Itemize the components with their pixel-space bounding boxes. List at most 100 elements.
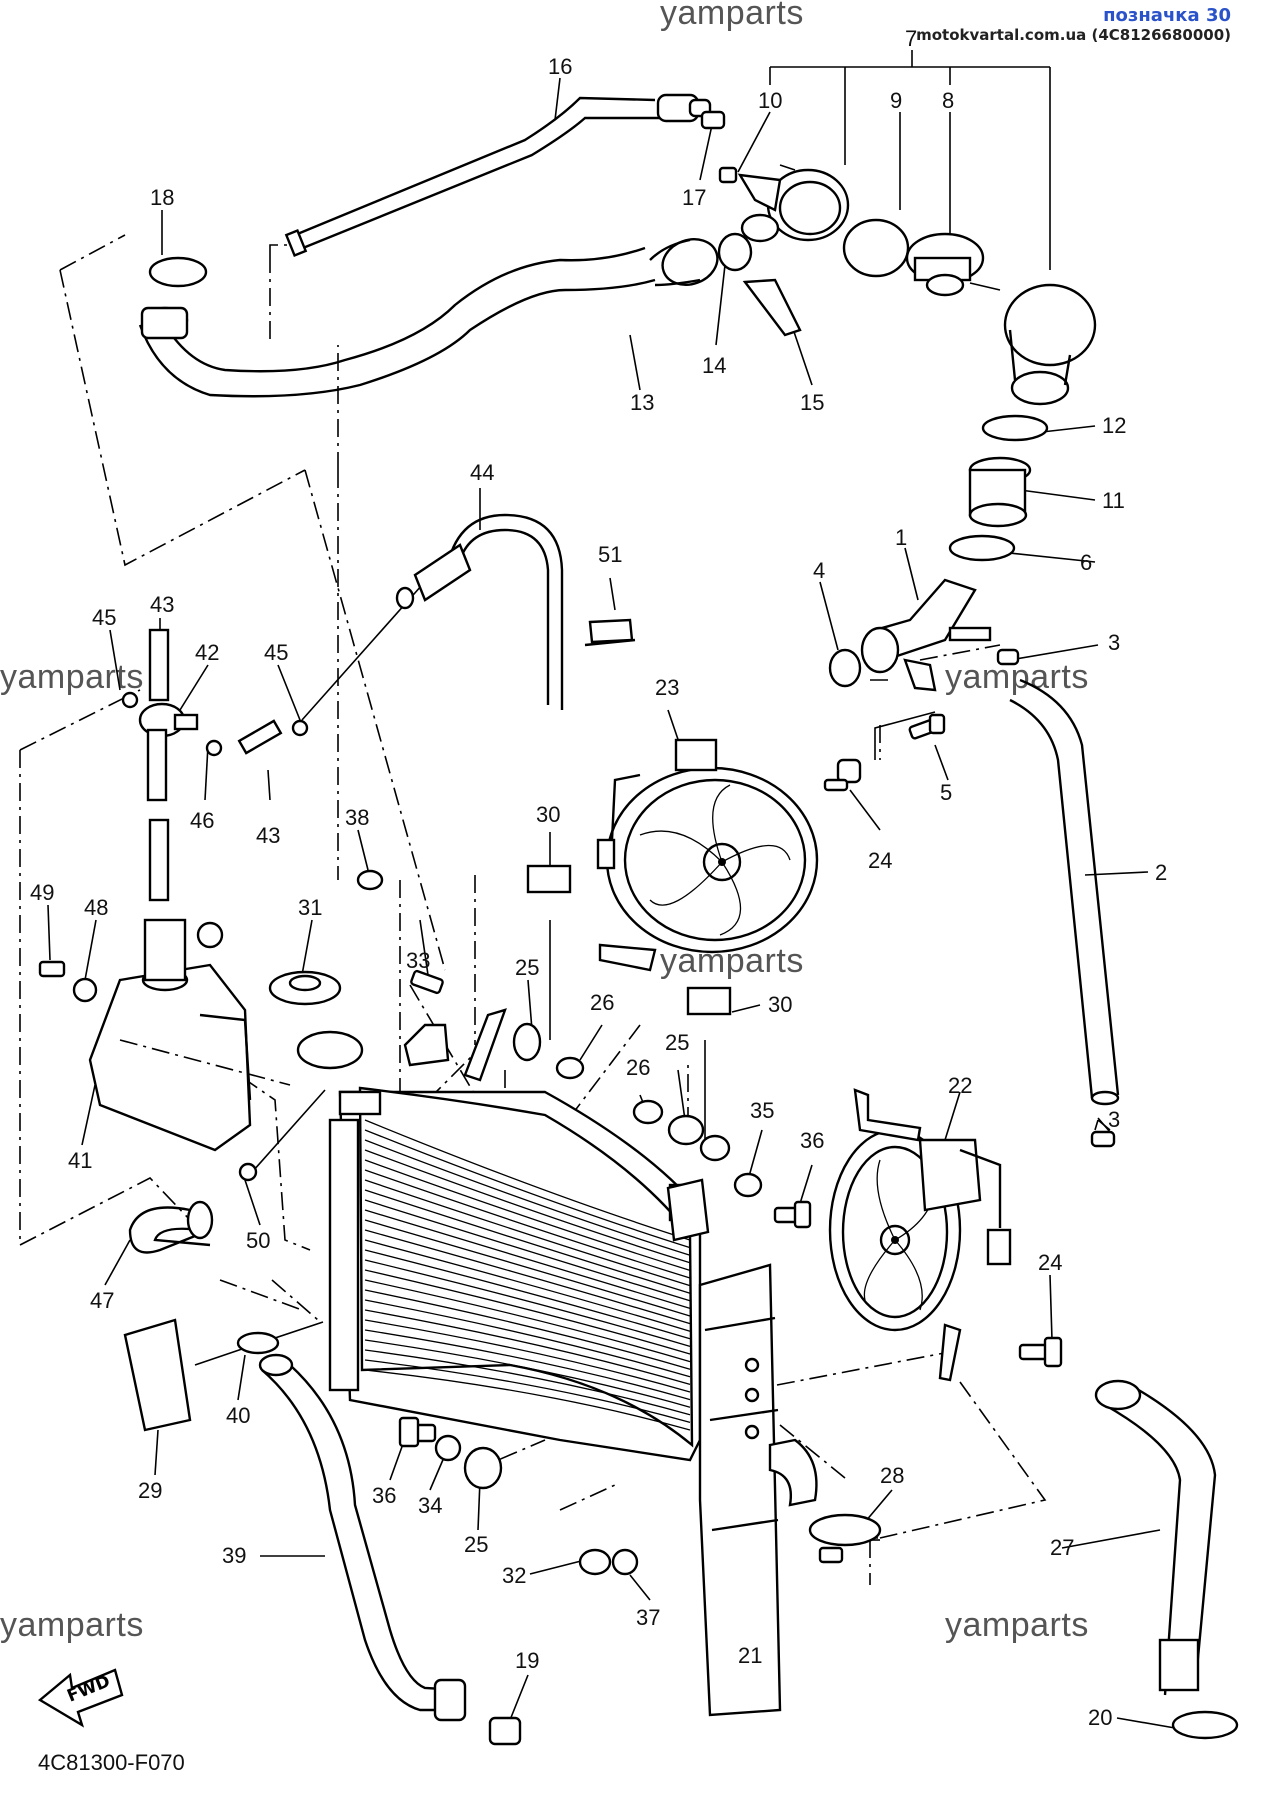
fin-line [364, 1249, 691, 1340]
callout-35[interactable]: 35 [750, 1098, 774, 1123]
callout-20[interactable]: 20 [1088, 1705, 1112, 1730]
callout-45b[interactable]: 45 [264, 640, 288, 665]
callout-26b[interactable]: 26 [626, 1055, 650, 1080]
clip-3 [996, 648, 1020, 666]
callout-46[interactable]: 46 [190, 808, 214, 833]
fin-line [364, 1369, 691, 1431]
callout-45[interactable]: 45 [92, 605, 116, 630]
callout-4[interactable]: 4 [813, 558, 825, 583]
callout-18[interactable]: 18 [150, 185, 174, 210]
tube-44 [395, 513, 564, 710]
fin-line [364, 1169, 691, 1279]
reference-label[interactable]: позначка 30 [1103, 5, 1231, 26]
callout-47[interactable]: 47 [90, 1288, 114, 1313]
callout-25b[interactable]: 25 [665, 1030, 689, 1055]
callout-3b[interactable]: 3 [1108, 1107, 1120, 1132]
callout-27[interactable]: 27 [1050, 1535, 1074, 1560]
washer-stay [699, 1134, 731, 1162]
callout-32[interactable]: 32 [502, 1563, 526, 1588]
callout-23[interactable]: 23 [655, 675, 679, 700]
callout-9[interactable]: 9 [890, 88, 902, 113]
callout-15[interactable]: 15 [800, 390, 824, 415]
tee-42 [121, 628, 309, 902]
fin-line [364, 1179, 691, 1287]
callout-37[interactable]: 37 [636, 1605, 660, 1630]
callout-33[interactable]: 33 [406, 948, 430, 973]
callout-6[interactable]: 6 [1080, 550, 1092, 575]
callout-42[interactable]: 42 [195, 640, 219, 665]
callout-51[interactable]: 51 [598, 542, 622, 567]
bolt-36 [773, 1200, 812, 1229]
fin-line [364, 1139, 691, 1256]
callout-1[interactable]: 1 [895, 525, 907, 550]
nut-37 [611, 1548, 639, 1576]
hose-16 [284, 93, 712, 258]
callout-3[interactable]: 3 [1108, 630, 1120, 655]
callout-19[interactable]: 19 [515, 1648, 539, 1673]
callout-numbers: 7 10 9 8 16 17 18 14 13 15 12 11 6 1 4 3… [30, 26, 1167, 1730]
callout-7[interactable]: 7 [905, 26, 917, 51]
damper-29 [123, 1318, 192, 1432]
callout-10[interactable]: 10 [758, 88, 782, 113]
clip-50 [238, 1162, 258, 1182]
callout-39[interactable]: 39 [222, 1543, 246, 1568]
hose-39 [258, 1353, 467, 1722]
callout-30[interactable]: 30 [536, 802, 560, 827]
callout-21[interactable]: 21 [738, 1643, 762, 1668]
callout-14[interactable]: 14 [702, 353, 726, 378]
radiator-core-fins [364, 1119, 691, 1431]
damper-30 [526, 864, 572, 894]
clamp-12 [981, 414, 1049, 442]
collar-26 [555, 1056, 585, 1080]
fin-line [364, 1189, 691, 1294]
callout-48[interactable]: 48 [84, 895, 108, 920]
callout-5[interactable]: 5 [940, 780, 952, 805]
hose-27 [1094, 1379, 1217, 1696]
callout-2[interactable]: 2 [1155, 860, 1167, 885]
thermostat-8 [905, 232, 985, 297]
fin-line [364, 1359, 691, 1424]
fin-line [364, 1259, 691, 1348]
callout-41[interactable]: 41 [68, 1148, 92, 1173]
callout-28[interactable]: 28 [880, 1463, 904, 1488]
callout-26[interactable]: 26 [590, 990, 614, 1015]
callout-50[interactable]: 50 [246, 1228, 270, 1253]
callout-24[interactable]: 24 [868, 848, 892, 873]
fin-line [364, 1309, 691, 1386]
callout-24b[interactable]: 24 [1038, 1250, 1062, 1275]
callout-31[interactable]: 31 [298, 895, 322, 920]
washer-35 [733, 1172, 763, 1198]
callout-38[interactable]: 38 [345, 805, 369, 830]
callout-13[interactable]: 13 [630, 390, 654, 415]
washer-48 [72, 977, 98, 1003]
o-ring-4 [828, 648, 862, 688]
filler-neck [296, 1030, 364, 1070]
callout-44[interactable]: 44 [470, 460, 494, 485]
callout-30b[interactable]: 30 [768, 992, 792, 1017]
callout-40[interactable]: 40 [226, 1403, 250, 1428]
callout-25c[interactable]: 25 [464, 1532, 488, 1557]
callout-17[interactable]: 17 [682, 185, 706, 210]
callout-12[interactable]: 12 [1102, 413, 1126, 438]
fin-line [364, 1269, 691, 1355]
callout-22[interactable]: 22 [948, 1073, 972, 1098]
fin-line [364, 1279, 691, 1363]
callout-11[interactable]: 11 [1102, 488, 1125, 513]
watermark: yamparts [0, 1606, 144, 1644]
callout-43[interactable]: 43 [150, 592, 174, 617]
callout-29[interactable]: 29 [138, 1478, 162, 1503]
callout-43b[interactable]: 43 [256, 823, 280, 848]
callout-49[interactable]: 49 [30, 880, 54, 905]
callout-16[interactable]: 16 [548, 54, 572, 79]
callout-25[interactable]: 25 [515, 955, 539, 980]
callout-36b[interactable]: 36 [372, 1483, 396, 1508]
fin-line [364, 1219, 691, 1317]
pipe-1 [860, 578, 992, 692]
callout-36[interactable]: 36 [800, 1128, 824, 1153]
diagram-code: 4C81300-F070 [38, 1750, 185, 1775]
callout-34[interactable]: 34 [418, 1493, 442, 1518]
radiator-21 [328, 1086, 818, 1717]
fin-line [364, 1229, 691, 1325]
callout-8[interactable]: 8 [942, 88, 954, 113]
